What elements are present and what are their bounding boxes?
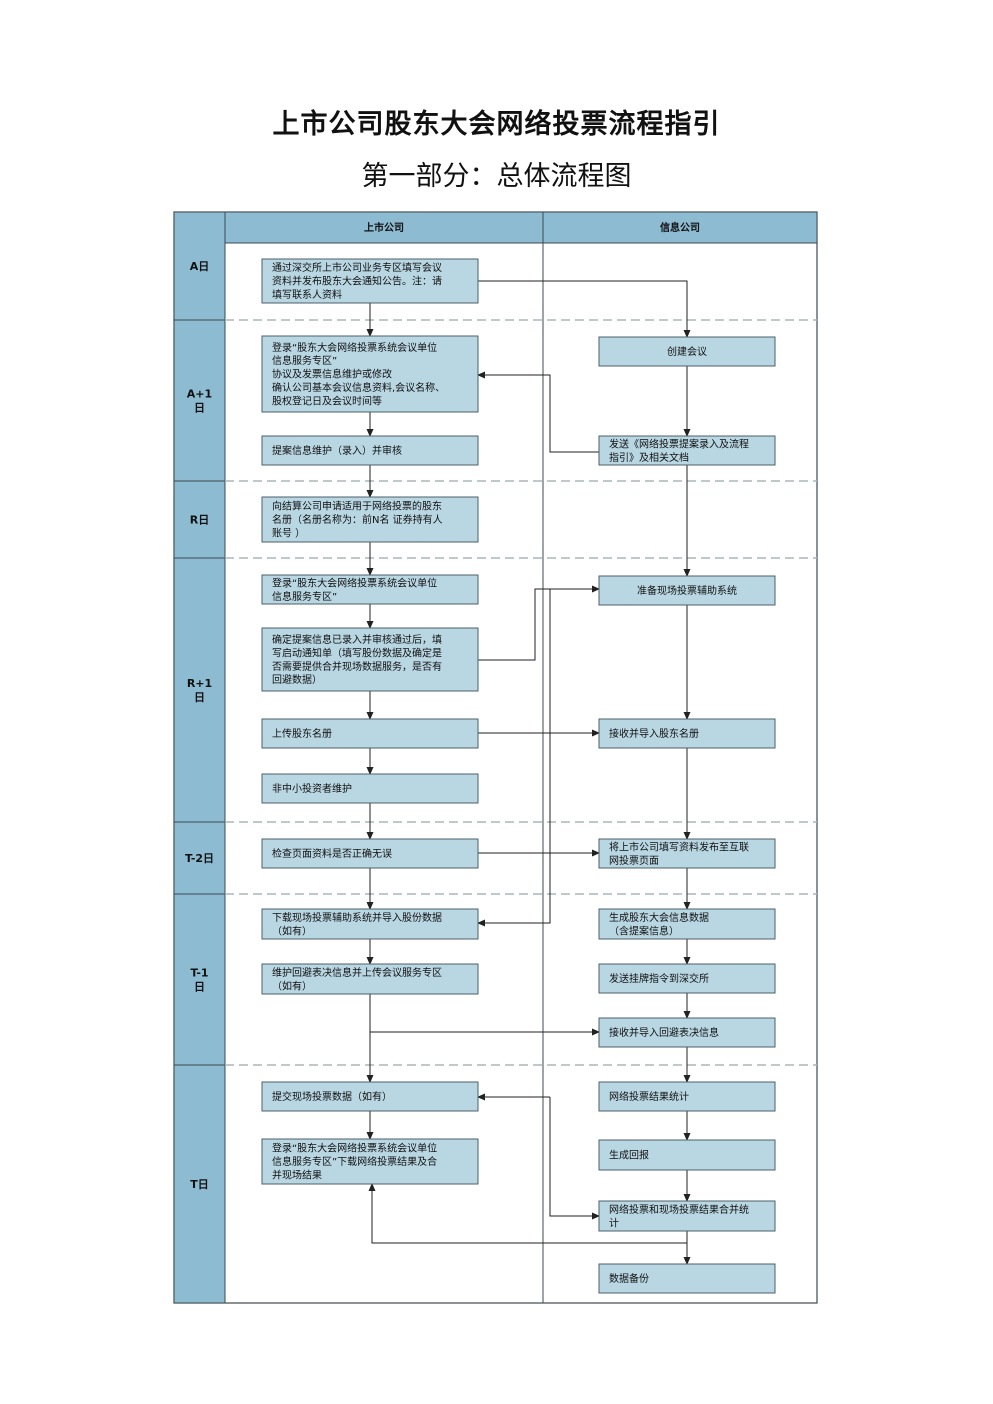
step-box-r1b xyxy=(598,336,776,367)
connector-r2-l2 xyxy=(477,371,599,453)
step-box-l2 xyxy=(261,335,479,413)
step-text-r11b: 网络投票和现场投票结果合并统 xyxy=(609,1203,749,1216)
step-box-l11 xyxy=(261,963,479,995)
step-box-l12 xyxy=(261,1081,479,1112)
day-cell-t xyxy=(173,1064,226,1304)
step-text-r12b: 数据备份 xyxy=(609,1272,649,1285)
day-cell-t2 xyxy=(173,821,226,895)
step-text-r2b: 指引》及相关文档 xyxy=(609,451,689,464)
step-text-r8b: 接收并导入回避表决信息 xyxy=(609,1026,719,1039)
step-box-r6b xyxy=(598,908,776,940)
step-text-l2: 股权登记日及会议时间等 xyxy=(272,394,382,407)
day-cell-r1 xyxy=(173,557,226,823)
step-text-l6: 否需要提供合并现场数据服务，是否有 xyxy=(272,660,442,673)
page-subtitle: 第一部分：总体流程图 xyxy=(361,161,632,192)
step-text-l5: 登录“股东大会网络投票系统会议单位 xyxy=(272,576,437,589)
step-box-l13 xyxy=(261,1138,479,1185)
step-text-l3: 提案信息维护（录入）并审核 xyxy=(272,444,402,457)
step-box-l9 xyxy=(261,838,479,869)
step-text-l5: 信息服务专区” xyxy=(272,590,337,603)
step-text-l1: 填写联系人资料 xyxy=(272,288,342,301)
step-text-l13: 并现场结果 xyxy=(272,1169,322,1182)
day-cell-a1 xyxy=(173,319,226,482)
lane-header-right xyxy=(542,211,818,244)
step-text-r11b: 计 xyxy=(609,1216,619,1229)
step-text-l2: 确认公司基本会议信息资料,会议名称、 xyxy=(272,381,445,394)
day-label-t: T日 xyxy=(190,1178,209,1191)
day-label-a: A日 xyxy=(190,260,210,273)
step-text-r6b: 生成股东大会信息数据 xyxy=(609,911,709,924)
step-box-l1 xyxy=(261,258,479,304)
step-box-r2b xyxy=(598,435,776,466)
step-box-r9b xyxy=(598,1081,776,1112)
step-text-l9: 检查页面资料是否正确无误 xyxy=(272,847,392,860)
day-label-t1: 日 xyxy=(194,981,205,994)
step-text-r3b: 准备现场投票辅助系统 xyxy=(637,584,737,597)
step-box-l8 xyxy=(261,773,479,804)
step-text-l4: 账号 ） xyxy=(272,528,305,540)
step-text-r9b: 网络投票结果统计 xyxy=(609,1090,689,1103)
step-text-l12: 提交现场投票数据（如有） xyxy=(272,1090,392,1103)
step-box-l3 xyxy=(261,435,479,466)
day-cell-t1 xyxy=(173,893,226,1066)
step-box-l5 xyxy=(261,574,479,605)
step-text-l6: 回避数据） xyxy=(272,673,322,686)
step-text-l2: 信息服务专区” xyxy=(272,354,337,367)
step-text-r5b: 网投票页面 xyxy=(609,854,659,867)
lane-title-right: 信息公司 xyxy=(660,221,700,234)
page-title: 上市公司股东大会网络投票流程指引 xyxy=(272,109,721,140)
day-cell-r xyxy=(173,480,226,559)
step-text-l1: 资料并发布股东大会通知公告。注：请 xyxy=(272,275,442,288)
day-cell-a xyxy=(173,211,226,321)
step-text-r10b: 生成回报 xyxy=(609,1149,649,1162)
day-label-t2: T-2日 xyxy=(185,852,214,865)
step-text-l7: 上传股东名册 xyxy=(272,727,332,740)
step-box-r3b xyxy=(598,575,776,606)
step-text-l10: （如有） xyxy=(272,924,312,937)
day-label-t1: T-1 xyxy=(190,967,208,980)
step-box-r7b xyxy=(598,963,776,994)
step-text-l13: 信息服务专区”下载网络投票结果及合 xyxy=(272,1155,437,1168)
step-text-l1: 通过深交所上市公司业务专区填写会议 xyxy=(272,261,442,274)
step-box-r4b xyxy=(598,718,776,749)
step-text-r2b: 发送《网络投票提案录入及流程 xyxy=(609,437,749,450)
step-box-r8b xyxy=(598,1017,776,1048)
step-text-l2: 登录“股东大会网络投票系统会议单位 xyxy=(272,341,437,354)
day-label-a1: A+1 xyxy=(187,388,212,401)
step-text-r6b: （含提案信息） xyxy=(609,924,679,937)
step-text-l4: 向结算公司申请适用于网络投票的股东 xyxy=(272,500,442,513)
step-box-l4 xyxy=(261,496,479,543)
step-text-r5b: 将上市公司填写资料发布至互联 xyxy=(609,840,749,853)
step-text-r1b: 创建会议 xyxy=(667,345,707,358)
connector-r11-l13 xyxy=(368,1183,687,1244)
step-box-r12b xyxy=(598,1263,776,1294)
step-box-l6 xyxy=(261,627,479,692)
step-box-r11b xyxy=(598,1200,776,1232)
step-box-r10b xyxy=(598,1139,776,1171)
step-text-l11: （如有） xyxy=(272,979,312,992)
step-text-l4: 名册（名册名称为：前N名 证券持有人 xyxy=(272,513,443,526)
step-text-l13: 登录“股东大会网络投票系统会议单位 xyxy=(272,1142,437,1155)
step-text-l2: 协议及发票信息维护或修改 xyxy=(272,368,392,381)
step-text-l8: 非中小投资者维护 xyxy=(272,782,352,795)
day-label-r1: 日 xyxy=(194,691,205,704)
step-box-l7 xyxy=(261,718,479,749)
connector-l1-r1 xyxy=(478,280,691,338)
lane-title-left: 上市公司 xyxy=(364,221,404,234)
step-text-l6: 写启动通知单（填写股份数据及确定是 xyxy=(272,646,442,659)
step-text-l11: 维护回避表决信息并上传会议服务专区 xyxy=(272,966,442,979)
connector-r3-l10 xyxy=(477,588,599,927)
day-label-a1: 日 xyxy=(194,402,205,415)
step-text-l10: 下载现场投票辅助系统并导入股份数据 xyxy=(272,911,442,924)
step-text-r4b: 接收并导入股东名册 xyxy=(609,727,699,740)
step-box-r5b xyxy=(598,838,776,869)
day-label-r: R日 xyxy=(190,514,209,527)
step-text-l6: 确定提案信息已录入并审核通过后，填 xyxy=(272,633,442,646)
connector-l12-r11 xyxy=(549,1097,600,1220)
step-text-r7b: 发送挂牌指令到深交所 xyxy=(609,972,709,985)
step-box-l10 xyxy=(261,908,479,940)
day-label-r1: R+1 xyxy=(187,677,212,690)
